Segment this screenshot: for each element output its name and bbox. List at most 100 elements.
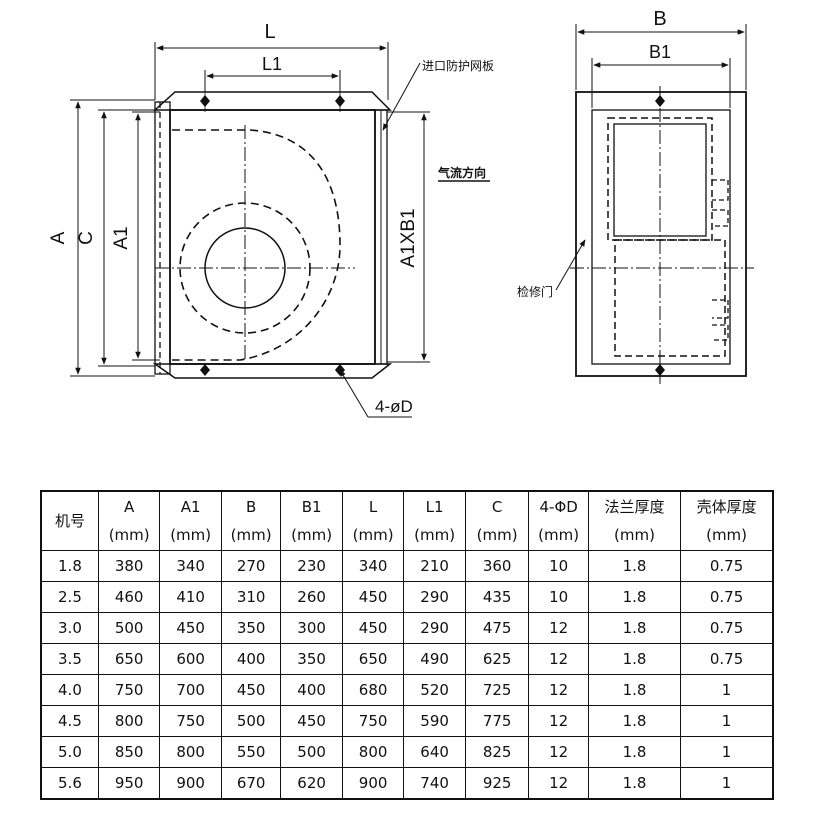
table-cell: 10 bbox=[528, 581, 589, 613]
column-header: B1 (mm) bbox=[280, 490, 343, 551]
column-header: 壳体厚度 (mm) bbox=[680, 490, 774, 551]
column-header: 机号 bbox=[40, 490, 99, 551]
side-inner-frame bbox=[591, 109, 731, 365]
table-cell: 775 bbox=[464, 705, 530, 737]
front-dimensions bbox=[70, 42, 490, 418]
left-flange bbox=[154, 101, 171, 375]
table-cell: 1.8 bbox=[587, 550, 682, 582]
table-cell: 210 bbox=[403, 550, 466, 582]
table-cell: 450 bbox=[159, 612, 222, 644]
table-cell: 360 bbox=[464, 550, 530, 582]
table-cell: 625 bbox=[464, 643, 530, 675]
table-cell: 700 bbox=[159, 674, 222, 706]
side-dimensions bbox=[555, 24, 747, 291]
table-cell: 400 bbox=[280, 674, 343, 706]
top-flange bbox=[153, 91, 392, 111]
table-cell: 400 bbox=[220, 643, 282, 675]
table-cell: 450 bbox=[341, 581, 405, 613]
table-cell: 12 bbox=[528, 705, 589, 737]
front-view bbox=[152, 88, 393, 379]
table-cell: 520 bbox=[403, 674, 466, 706]
table-cell: 900 bbox=[159, 767, 222, 800]
table-cell: 1.8 bbox=[587, 674, 682, 706]
table-cell: 490 bbox=[403, 643, 466, 675]
table-cell: 620 bbox=[280, 767, 343, 800]
column-header: 法兰厚度 (mm) bbox=[587, 490, 682, 551]
table-cell: 5.0 bbox=[40, 736, 99, 768]
table-cell: 640 bbox=[403, 736, 466, 768]
technical-drawings: L L1 A C A1 A1XB1 4-øD 进口防护网板 气流方向 bbox=[48, 8, 754, 418]
table-cell: 290 bbox=[403, 581, 466, 613]
table-cell: 1.8 bbox=[587, 612, 682, 644]
table-cell: 450 bbox=[280, 705, 343, 737]
table-cell: 290 bbox=[403, 612, 466, 644]
column-header-name: C bbox=[491, 498, 503, 516]
column-header-name: A1 bbox=[180, 498, 201, 516]
table-cell: 5.6 bbox=[40, 767, 99, 800]
column-header-name: 法兰厚度 bbox=[604, 498, 665, 516]
table-cell: 340 bbox=[341, 550, 405, 582]
column-header: 4-ΦD(mm) bbox=[528, 490, 589, 551]
column-header-unit: (mm) bbox=[476, 526, 518, 544]
table-cell: 12 bbox=[528, 736, 589, 768]
dim-holes-label: 4-øD bbox=[375, 397, 413, 416]
column-header-unit: (mm) bbox=[706, 526, 748, 544]
column-header-name: L bbox=[368, 498, 378, 516]
column-header-name: B bbox=[245, 498, 257, 516]
table-cell: 350 bbox=[220, 612, 282, 644]
table-cell: 850 bbox=[97, 736, 161, 768]
table-cell: 2.5 bbox=[40, 581, 99, 613]
column-header-name: 机号 bbox=[54, 512, 85, 530]
dim-C-label: C bbox=[76, 231, 97, 245]
dim-L1-label: L1 bbox=[262, 54, 282, 74]
table-cell: 230 bbox=[280, 550, 343, 582]
table-cell: 340 bbox=[159, 550, 222, 582]
column-header-name: B1 bbox=[301, 498, 322, 516]
table-cell: 725 bbox=[464, 674, 530, 706]
table-cell: 650 bbox=[97, 643, 161, 675]
table-cell: 0.75 bbox=[680, 550, 774, 582]
side-view bbox=[570, 86, 754, 384]
table-cell: 260 bbox=[280, 581, 343, 613]
inlet-guard-label: 进口防护网板 bbox=[422, 58, 494, 73]
column-header-unit: (mm) bbox=[291, 526, 333, 544]
airflow-label: 气流方向 bbox=[437, 165, 486, 180]
table-cell: 0.75 bbox=[680, 581, 774, 613]
table-cell: 1 bbox=[680, 674, 774, 706]
table-cell: 900 bbox=[341, 767, 405, 800]
table-cell: 350 bbox=[280, 643, 343, 675]
column-header-unit: (mm) bbox=[230, 526, 272, 544]
dim-B-label: B bbox=[653, 8, 666, 30]
table-cell: 1.8 bbox=[587, 581, 682, 613]
column-header-unit: (mm) bbox=[614, 526, 655, 544]
table-cell: 12 bbox=[528, 674, 589, 706]
dim-A1XB1-label: A1XB1 bbox=[398, 208, 419, 267]
table-cell: 1 bbox=[680, 705, 774, 737]
table-cell: 500 bbox=[97, 612, 161, 644]
table-cell: 1.8 bbox=[587, 705, 682, 737]
table-cell: 1.8 bbox=[40, 550, 99, 582]
dim-L-label: L bbox=[264, 21, 275, 43]
column-header: C (mm) bbox=[464, 490, 530, 551]
column-header-name: 壳体厚度 bbox=[696, 498, 757, 516]
table-cell: 0.75 bbox=[680, 612, 774, 644]
column-header-name: L1 bbox=[425, 498, 444, 516]
table-cell: 650 bbox=[341, 643, 405, 675]
table-cell: 12 bbox=[528, 767, 589, 800]
table-cell: 450 bbox=[341, 612, 405, 644]
table-cell: 750 bbox=[97, 674, 161, 706]
table-cell: 950 bbox=[97, 767, 161, 800]
access-door-label: 检修门 bbox=[517, 284, 553, 299]
table-cell: 380 bbox=[97, 550, 161, 582]
table-cell: 410 bbox=[159, 581, 222, 613]
table-cell: 270 bbox=[220, 550, 282, 582]
column-header-unit: (mm) bbox=[414, 526, 456, 544]
column-header-unit: (mm) bbox=[108, 526, 150, 544]
column-header-unit: (mm) bbox=[352, 526, 394, 544]
